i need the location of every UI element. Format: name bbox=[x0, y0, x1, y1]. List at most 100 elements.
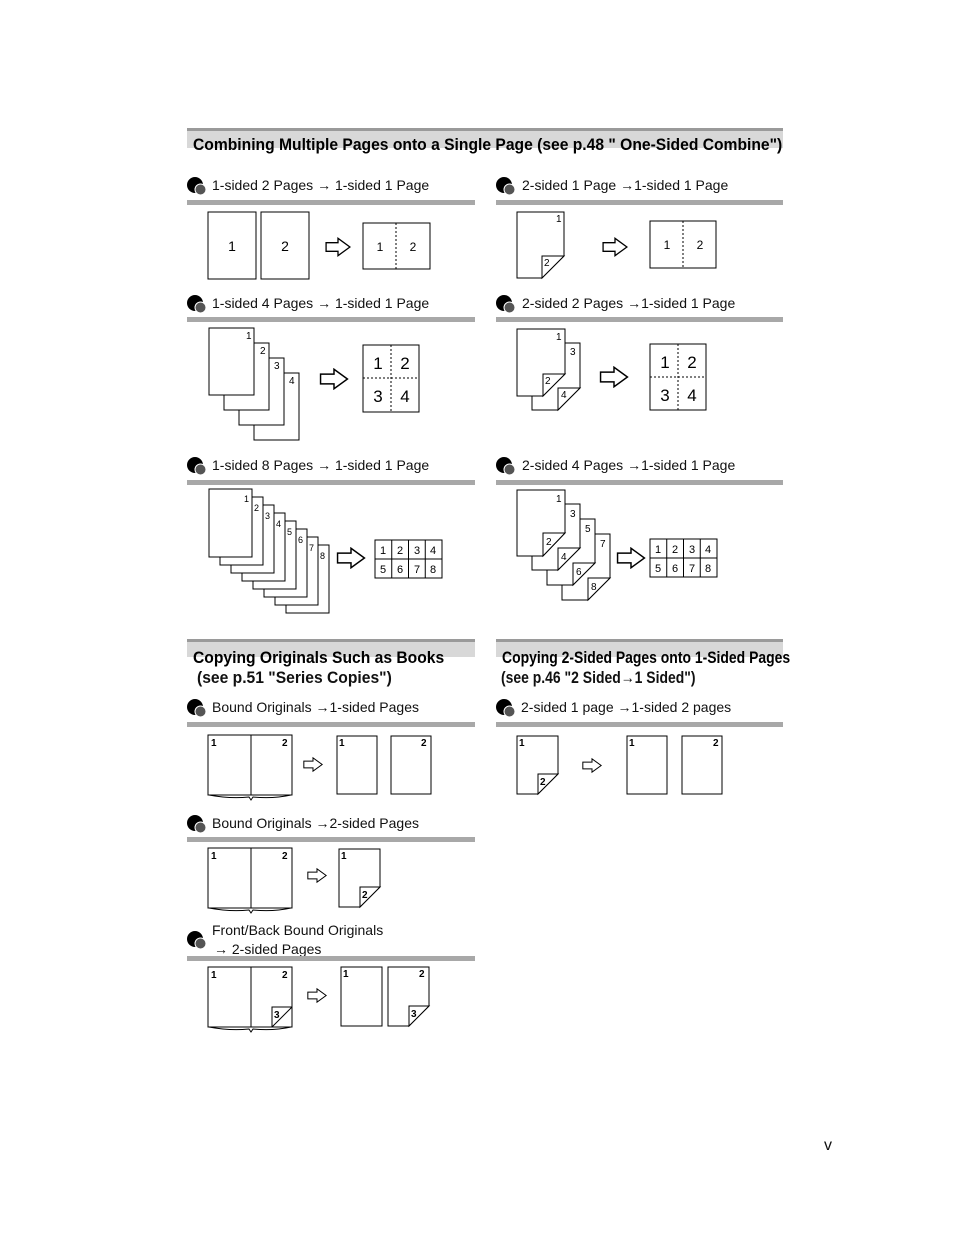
svg-text:1: 1 bbox=[211, 738, 217, 749]
svg-text:5: 5 bbox=[655, 563, 661, 575]
svg-text:1: 1 bbox=[519, 738, 525, 749]
page-number: v bbox=[824, 1137, 832, 1155]
divider bbox=[187, 722, 475, 727]
section-title-books-line1: Copying Originals Such as Books bbox=[193, 648, 444, 668]
svg-text:1: 1 bbox=[211, 851, 217, 862]
svg-text:2: 2 bbox=[697, 238, 704, 252]
svg-text:1: 1 bbox=[380, 545, 386, 557]
bullet-icon bbox=[496, 456, 516, 476]
divider bbox=[187, 200, 475, 205]
svg-text:3: 3 bbox=[689, 544, 695, 556]
item-title-frontback-line1: Front/Back Bound Originals bbox=[212, 922, 383, 938]
svg-text:1: 1 bbox=[343, 969, 349, 980]
svg-text:2: 2 bbox=[545, 376, 551, 387]
section-header-combine: Combining Multiple Pages onto a Single P… bbox=[187, 128, 783, 148]
svg-text:1: 1 bbox=[339, 738, 345, 749]
svg-text:1: 1 bbox=[377, 240, 384, 254]
section-title-combine: Combining Multiple Pages onto a Single P… bbox=[193, 135, 782, 155]
section-header-books: Copying Originals Such as Books bbox=[187, 639, 475, 657]
diagram-1sided-4pages: 4 3 2 1 1 2 3 4 bbox=[205, 326, 445, 444]
svg-text:7: 7 bbox=[600, 539, 606, 550]
bullet-icon bbox=[187, 814, 207, 834]
svg-text:4: 4 bbox=[705, 544, 711, 556]
section-title-twosided-line1: Copying 2-Sided Pages onto 1-Sided Pages bbox=[502, 648, 790, 668]
svg-text:7: 7 bbox=[414, 564, 420, 576]
svg-text:4: 4 bbox=[289, 376, 295, 387]
svg-text:2: 2 bbox=[282, 851, 288, 862]
svg-text:7: 7 bbox=[309, 543, 314, 553]
bullet-icon bbox=[496, 698, 516, 718]
svg-text:6: 6 bbox=[298, 535, 303, 545]
item-title-2sided-4pages: 2-sided 4 Pages →1-sided 1 Page bbox=[522, 457, 735, 473]
svg-text:5: 5 bbox=[585, 524, 591, 535]
diagram-2sided-1page-to-2pages: 1 2 1 2 bbox=[510, 730, 730, 802]
svg-text:6: 6 bbox=[397, 564, 403, 576]
svg-text:2: 2 bbox=[400, 354, 409, 373]
item-title-1sided-4pages: 1-sided 4 Pages → 1-sided 1 Page bbox=[212, 295, 429, 311]
svg-text:6: 6 bbox=[672, 563, 678, 575]
svg-text:2: 2 bbox=[546, 537, 552, 548]
svg-text:1: 1 bbox=[629, 738, 635, 749]
svg-text:1: 1 bbox=[228, 238, 236, 254]
svg-text:1: 1 bbox=[373, 354, 382, 373]
diagram-1sided-8pages: 8 7 6 5 4 3 2 1 1 2 3 4 5 6 7 8 bbox=[205, 488, 450, 620]
svg-text:1: 1 bbox=[246, 331, 252, 342]
divider bbox=[496, 480, 783, 485]
svg-text:3: 3 bbox=[414, 545, 420, 557]
svg-text:2: 2 bbox=[540, 777, 546, 788]
svg-text:3: 3 bbox=[660, 386, 669, 405]
svg-text:7: 7 bbox=[689, 563, 695, 575]
diagram-2sided-1page: 1 2 1 2 bbox=[510, 208, 730, 284]
bullet-icon bbox=[187, 294, 207, 314]
svg-text:2: 2 bbox=[281, 238, 289, 254]
svg-text:1: 1 bbox=[211, 970, 217, 981]
svg-text:4: 4 bbox=[561, 552, 567, 563]
svg-text:2: 2 bbox=[362, 890, 368, 901]
svg-text:2: 2 bbox=[713, 738, 719, 749]
bullet-icon bbox=[187, 176, 207, 196]
svg-text:3: 3 bbox=[570, 347, 576, 358]
item-title-bound-1sided: Bound Originals →1-sided Pages bbox=[212, 699, 419, 715]
bullet-icon bbox=[496, 294, 516, 314]
svg-text:8: 8 bbox=[591, 582, 597, 593]
section-header-twosided: Copying 2-Sided Pages onto 1-Sided Pages bbox=[496, 639, 783, 657]
divider bbox=[187, 480, 475, 485]
svg-text:3: 3 bbox=[373, 387, 382, 406]
item-title-bound-2sided: Bound Originals →2-sided Pages bbox=[212, 815, 419, 831]
item-title-2sided-1page-to-2pages: 2-sided 1 page →1-sided 2 pages bbox=[521, 699, 731, 715]
svg-text:2: 2 bbox=[419, 969, 425, 980]
svg-text:8: 8 bbox=[320, 551, 325, 561]
svg-text:3: 3 bbox=[274, 1010, 280, 1021]
divider bbox=[187, 956, 475, 961]
svg-text:4: 4 bbox=[400, 387, 409, 406]
svg-text:6: 6 bbox=[576, 567, 582, 578]
svg-text:2: 2 bbox=[397, 545, 403, 557]
divider bbox=[496, 317, 783, 322]
svg-text:1: 1 bbox=[556, 494, 562, 505]
svg-text:1: 1 bbox=[556, 332, 562, 343]
item-title-2sided-2pages: 2-sided 2 Pages →1-sided 1 Page bbox=[522, 295, 735, 311]
diagram-1sided-2pages: 1 2 1 2 bbox=[205, 208, 445, 284]
svg-text:1: 1 bbox=[660, 353, 669, 372]
svg-text:3: 3 bbox=[274, 361, 280, 372]
svg-text:1: 1 bbox=[655, 544, 661, 556]
svg-text:8: 8 bbox=[705, 563, 711, 575]
bullet-icon bbox=[187, 930, 207, 950]
divider bbox=[496, 722, 783, 727]
bullet-icon bbox=[496, 176, 516, 196]
svg-text:4: 4 bbox=[687, 386, 696, 405]
svg-text:3: 3 bbox=[411, 1009, 417, 1020]
item-title-2sided-1page: 2-sided 1 Page →1-sided 1 Page bbox=[522, 177, 728, 193]
diagram-bound-2sided: 1 2 1 2 bbox=[205, 845, 405, 917]
svg-text:2: 2 bbox=[282, 970, 288, 981]
svg-text:5: 5 bbox=[380, 564, 386, 576]
svg-text:3: 3 bbox=[265, 511, 270, 521]
svg-text:2: 2 bbox=[260, 346, 266, 357]
section-title-twosided-line2: (see p.46 "2 Sided→1 Sided") bbox=[501, 668, 696, 688]
svg-text:4: 4 bbox=[561, 390, 567, 401]
section-title-books-line2: (see p.51 "Series Copies") bbox=[197, 668, 392, 688]
svg-text:2: 2 bbox=[410, 240, 417, 254]
svg-text:5: 5 bbox=[287, 527, 292, 537]
svg-text:8: 8 bbox=[430, 564, 436, 576]
item-title-1sided-2pages: 1-sided 2 Pages → 1-sided 1 Page bbox=[212, 177, 429, 193]
